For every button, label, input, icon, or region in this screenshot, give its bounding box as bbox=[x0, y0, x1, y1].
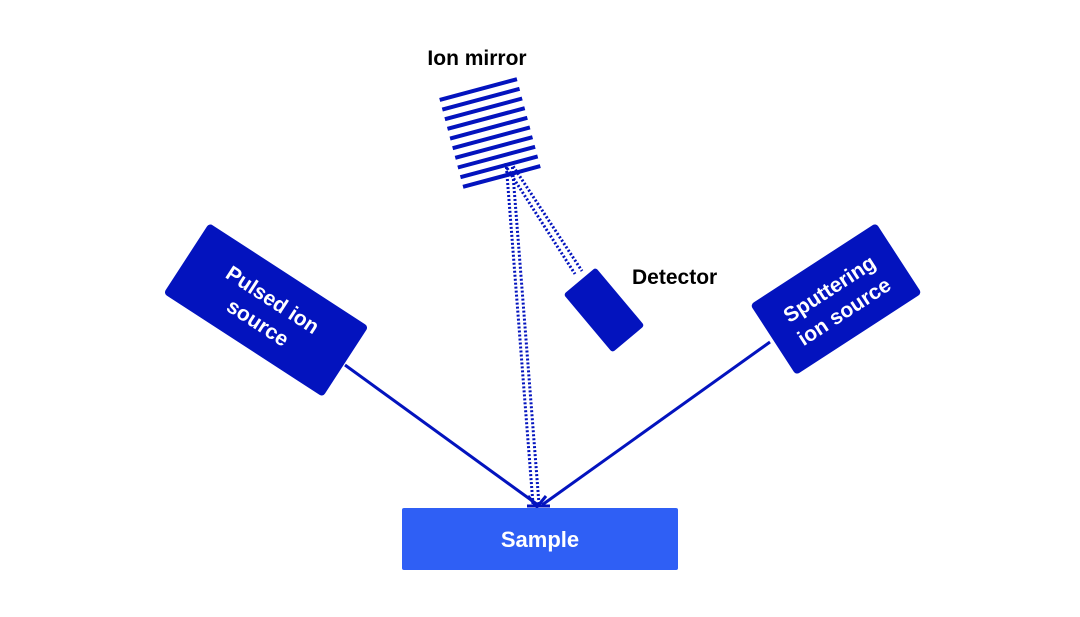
ion-path-mirror-to-detector-2 bbox=[509, 162, 584, 272]
ion-path-mirror-to-detector-1 bbox=[503, 164, 577, 275]
ion-mirror-label: Ion mirror bbox=[427, 47, 526, 70]
pulsed-ion-source: Pulsed ion source bbox=[164, 224, 368, 396]
sample-box bbox=[402, 508, 678, 570]
secondary-ion-paths bbox=[503, 161, 584, 505]
ion-path-to-mirror-1 bbox=[504, 161, 535, 505]
pulsed-ion-source-box bbox=[164, 224, 368, 396]
ion-path-to-mirror-2 bbox=[510, 161, 541, 505]
sputtering-ion-source-box bbox=[751, 224, 921, 374]
pulsed-beam-line bbox=[344, 363, 539, 507]
sputtering-ion-source: Sputtering ion source bbox=[751, 224, 921, 374]
sample-label: Sample bbox=[501, 527, 579, 552]
detector-box bbox=[564, 268, 644, 352]
detector-label: Detector bbox=[632, 266, 717, 289]
sputtering-beam-line bbox=[541, 340, 771, 507]
ion-mirror bbox=[439, 77, 541, 189]
